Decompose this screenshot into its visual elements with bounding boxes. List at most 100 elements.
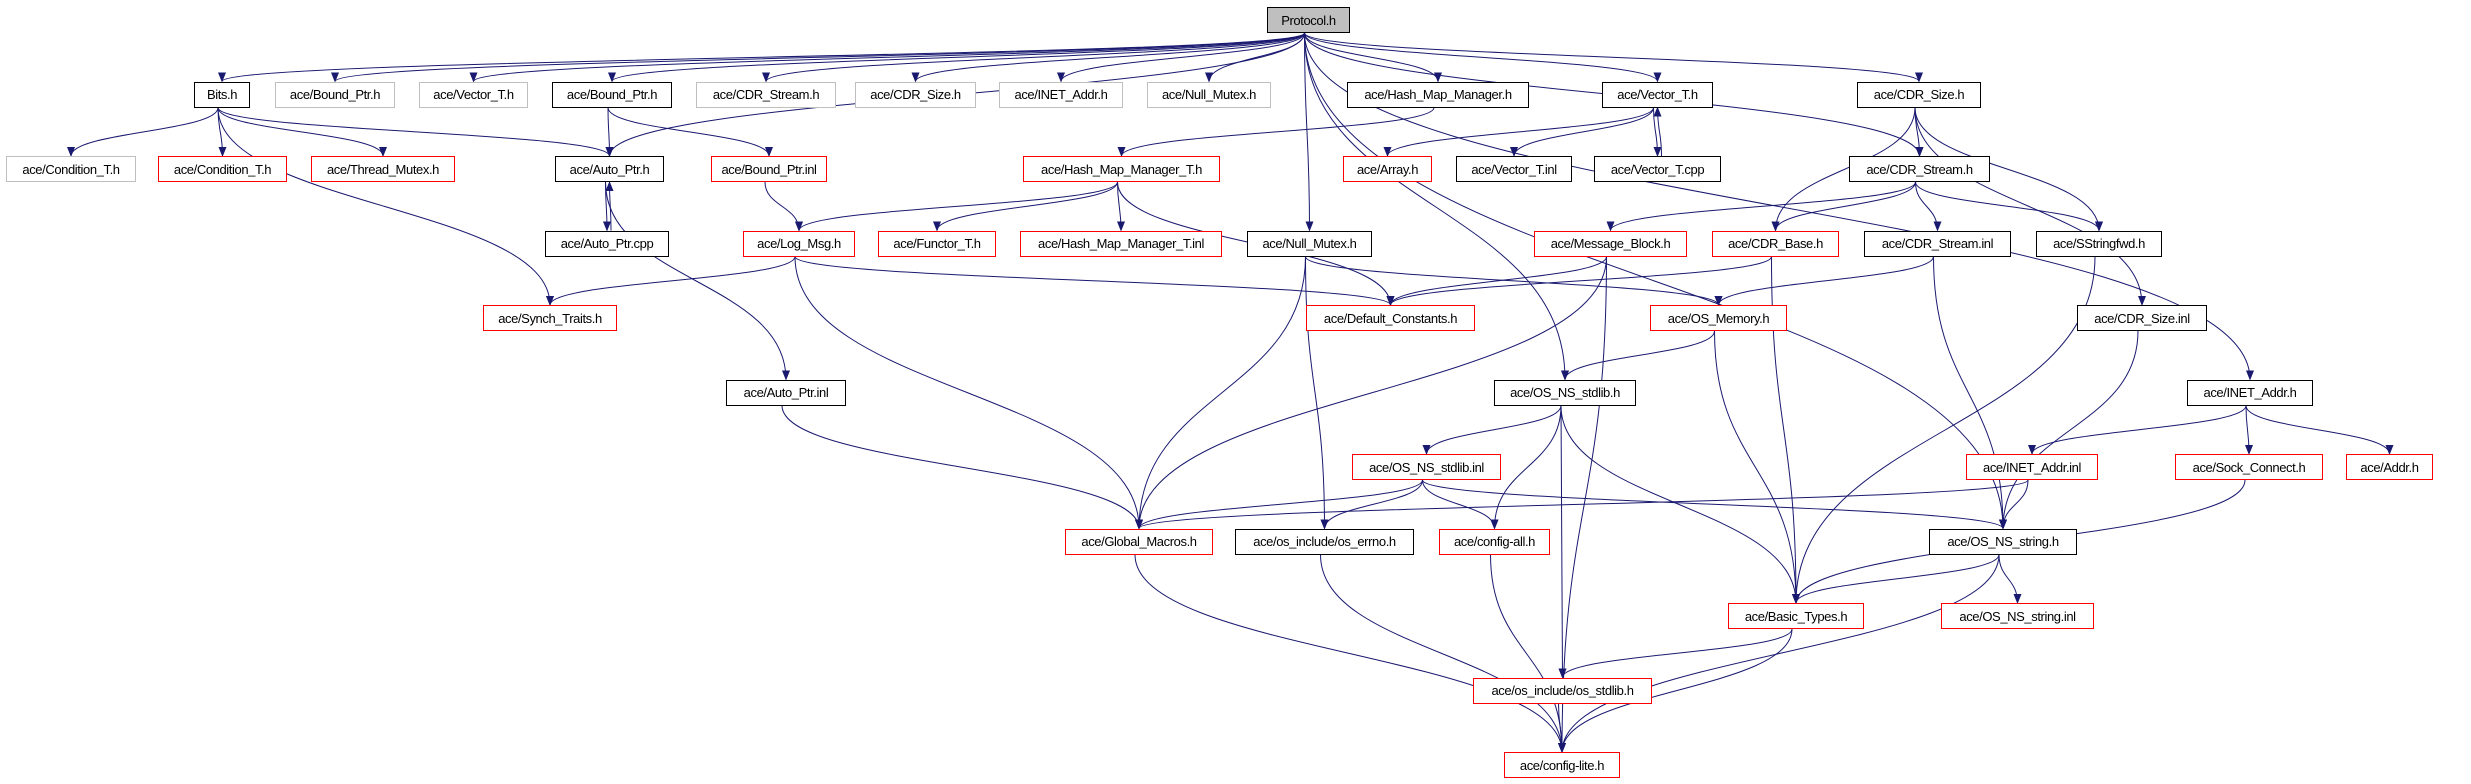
graph-node-cdrs[interactable]: ace/CDR_Stream.h — [1849, 156, 1990, 182]
edge-vt-to-vtcpp — [1653, 107, 1662, 157]
graph-node-osmem[interactable]: ace/OS_Memory.h — [1650, 305, 1787, 331]
edge-bits-to-ap — [217, 107, 614, 157]
edge-cdrsz-to-sstr — [1914, 107, 2103, 232]
edge-protocol-to-cdrsz_gray — [911, 32, 1305, 83]
edge-osstdlibinl-to-gm — [1135, 479, 1423, 530]
edge-hmmt-to-hmmtinl — [1116, 181, 1125, 232]
graph-node-vt[interactable]: ace/Vector_T.h — [1602, 81, 1713, 108]
edge-osstr-to-osstrinl — [1998, 554, 2022, 604]
edge-vt-to-vtinl — [1510, 107, 1654, 157]
graph-node-apinl[interactable]: ace/Auto_Ptr.inl — [726, 379, 846, 406]
graph-node-defc[interactable]: ace/Default_Constants.h — [1306, 305, 1475, 331]
edge-osstdlibinl-to-errno — [1320, 479, 1423, 530]
edge-cdrs-to-mb — [1606, 181, 1916, 232]
graph-node-sstr[interactable]: ace/SStringfwd.h — [2036, 230, 2162, 257]
graph-node-nm_gray[interactable]: ace/Null_Mutex.h — [1147, 81, 1271, 108]
graph-node-cdrsz[interactable]: ace/CDR_Size.h — [1857, 81, 1981, 108]
graph-node-cdrsz_gray[interactable]: ace/CDR_Size.h — [855, 81, 976, 108]
graph-node-addr[interactable]: ace/Addr.h — [2346, 454, 2433, 480]
graph-node-synch[interactable]: ace/Synch_Traits.h — [483, 305, 617, 331]
graph-node-osstr[interactable]: ace/OS_NS_string.h — [1929, 528, 2077, 555]
edge-bits-to-synch — [217, 107, 554, 306]
graph-node-vtinl[interactable]: ace/Vector_T.inl — [1456, 156, 1572, 182]
graph-node-osstdlib[interactable]: ace/OS_NS_stdlib.h — [1494, 379, 1636, 406]
edge-mb-to-gm — [1135, 256, 1607, 530]
graph-node-bits[interactable]: Bits.h — [194, 81, 250, 108]
graph-node-nm[interactable]: ace/Null_Mutex.h — [1247, 230, 1372, 257]
edge-logmsg-to-gm — [794, 256, 1143, 530]
edge-protocol-to-nm — [1304, 32, 1314, 232]
graph-node-sock[interactable]: ace/Sock_Connect.h — [2175, 454, 2323, 480]
graph-node-functor[interactable]: ace/Functor_T.h — [878, 230, 996, 257]
graph-node-ap[interactable]: ace/Auto_Ptr.h — [555, 156, 664, 182]
edge-bp-to-bpinl — [607, 107, 773, 157]
graph-node-vtcpp[interactable]: ace/Vector_T.cpp — [1594, 156, 1721, 182]
graph-node-cond_gray[interactable]: ace/Condition_T.h — [6, 156, 136, 182]
edge-hmmt-to-functor — [933, 181, 1118, 232]
edge-protocol-to-inet_gray — [1057, 32, 1305, 83]
graph-node-cfgall[interactable]: ace/config-all.h — [1439, 528, 1550, 555]
graph-node-osinclstdlib[interactable]: ace/os_include/os_stdlib.h — [1473, 677, 1652, 704]
graph-node-cdrszinl[interactable]: ace/CDR_Size.inl — [2077, 305, 2207, 331]
edge-ap-to-apinl — [605, 181, 790, 381]
edge-mb-to-defc — [1386, 256, 1607, 306]
edge-osstdlibinl-to-osstr — [1422, 479, 2007, 530]
edge-cdrs-to-cdrsinl — [1915, 181, 1942, 232]
edge-osstdlib-to-basic — [1560, 405, 1800, 604]
graph-node-hmmt[interactable]: ace/Hash_Map_Manager_T.h — [1023, 156, 1220, 182]
graph-node-inet_gray[interactable]: ace/INET_Addr.h — [999, 81, 1123, 108]
edge-cdrsz-to-cdrbase — [1771, 107, 1916, 232]
edge-errno-to-cfglite — [1320, 554, 1566, 753]
edge-inetinl-to-gm — [1135, 479, 2029, 530]
graph-node-cond[interactable]: ace/Condition_T.h — [158, 156, 287, 182]
edge-osstdlib-to-osinclstdlib — [1558, 405, 1567, 679]
edge-hmm-to-hmmt — [1117, 107, 1435, 157]
graph-node-bp[interactable]: ace/Bound_Ptr.h — [552, 81, 672, 108]
edge-osstr-to-cfglite — [1558, 554, 2000, 753]
graph-node-osstdlibinl[interactable]: ace/OS_NS_stdlib.inl — [1352, 454, 1501, 480]
edge-inet-to-inetinl — [2028, 405, 2247, 455]
graph-node-bpinl[interactable]: ace/Bound_Ptr.inl — [711, 156, 827, 182]
edge-apinl-to-gm — [781, 405, 1143, 530]
graph-node-cdrsinl[interactable]: ace/CDR_Stream.inl — [1864, 230, 2011, 257]
graph-node-inetinl[interactable]: ace/INET_Addr.inl — [1966, 454, 2098, 480]
graph-node-hmm[interactable]: ace/Hash_Map_Manager.h — [1347, 81, 1529, 108]
graph-node-inet[interactable]: ace/INET_Addr.h — [2187, 379, 2313, 406]
edge-protocol-to-vt_gray — [469, 32, 1305, 83]
graph-node-vt_gray[interactable]: ace/Vector_T.h — [419, 81, 528, 108]
edge-cdrsz-to-cdrszinl — [1914, 107, 2146, 306]
graph-node-logmsg[interactable]: ace/Log_Msg.h — [743, 230, 855, 257]
graph-node-bp_gray[interactable]: ace/Bound_Ptr.h — [275, 81, 395, 108]
edge-cdrbase-to-defc — [1386, 256, 1772, 306]
graph-node-mb[interactable]: ace/Message_Block.h — [1534, 230, 1687, 257]
graph-node-protocol[interactable]: Protocol.h — [1267, 7, 1350, 33]
edge-inet-to-addr — [2245, 405, 2394, 455]
graph-node-basic[interactable]: ace/Basic_Types.h — [1728, 603, 1864, 629]
edge-nm-to-errno — [1305, 256, 1329, 530]
graph-node-thr[interactable]: ace/Thread_Mutex.h — [311, 156, 455, 182]
edge-basic-to-cfglite — [1558, 628, 1793, 753]
graph-node-apcpp[interactable]: ace/Auto_Ptr.cpp — [545, 230, 669, 257]
graph-node-errno[interactable]: ace/os_include/os_errno.h — [1235, 528, 1414, 555]
graph-node-cdrs_gray[interactable]: ace/CDR_Stream.h — [696, 81, 836, 108]
edge-protocol-to-bits — [218, 32, 1305, 83]
graph-node-cdrbase[interactable]: ace/CDR_Base.h — [1712, 230, 1839, 257]
graph-node-hmmtinl[interactable]: ace/Hash_Map_Manager_T.inl — [1020, 230, 1222, 257]
edge-inetinl-to-osstr — [1999, 479, 2029, 530]
edge-osinclstdlib-to-cfglite — [1557, 703, 1566, 753]
graph-node-array[interactable]: ace/Array.h — [1343, 156, 1432, 182]
edge-bits-to-thr — [217, 107, 387, 157]
graph-node-osstrinl[interactable]: ace/OS_NS_string.inl — [1941, 603, 2094, 629]
graph-node-cfglite[interactable]: ace/config-lite.h — [1504, 752, 1620, 778]
edge-cdrs-to-sstr — [1915, 181, 2103, 232]
edge-cdrs-to-cdrbase — [1771, 181, 1916, 232]
edge-protocol-to-vt — [1304, 32, 1662, 83]
edge-cdrszinl-to-osstr — [1999, 330, 2139, 530]
edge-bits-to-cond_gray — [67, 107, 219, 157]
edge-nm-to-gm — [1135, 256, 1306, 530]
edge-osstdlib-to-cfgall — [1490, 405, 1562, 530]
edge-nm-to-osmem — [1305, 256, 1723, 306]
graph-node-gm[interactable]: ace/Global_Macros.h — [1065, 528, 1213, 555]
edge-osstdlib-to-osstdlibinl — [1422, 405, 1562, 455]
